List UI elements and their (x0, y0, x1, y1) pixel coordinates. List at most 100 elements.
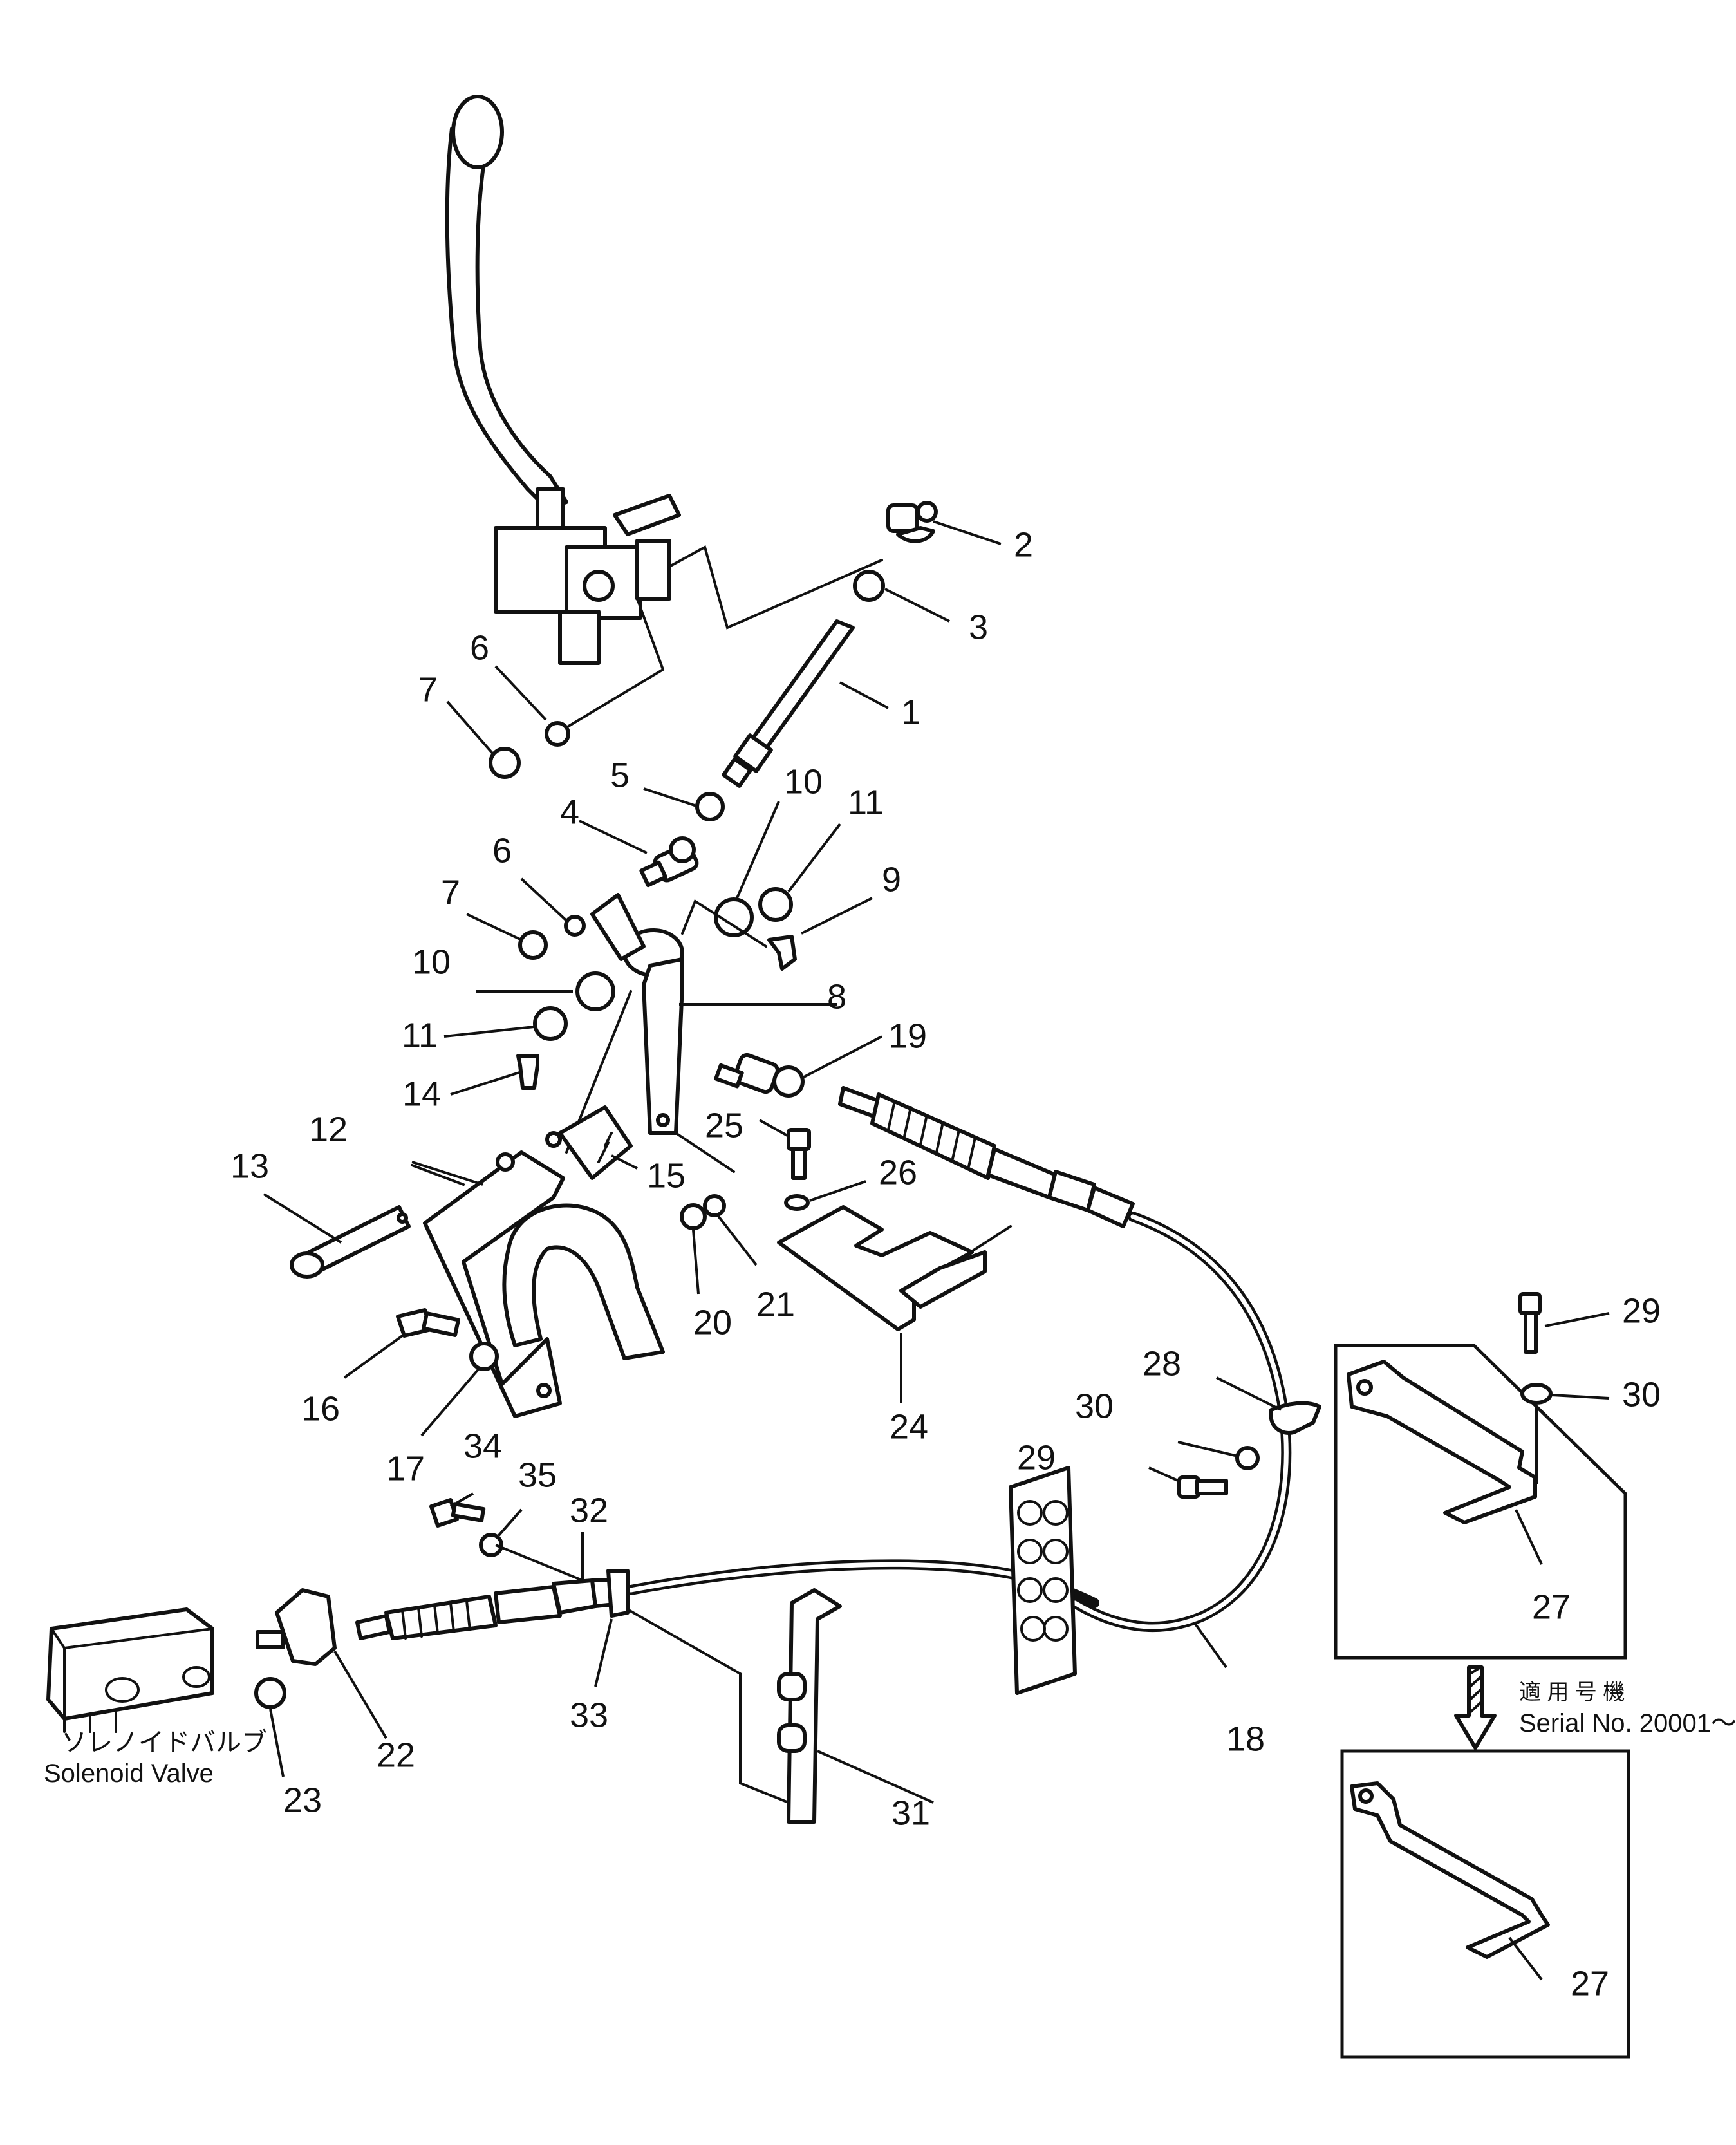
callout-27-upper: 27 (1532, 1588, 1571, 1626)
pin-part-14 (516, 1054, 539, 1090)
callout-2: 2 (1014, 525, 1033, 564)
bushing-part-10-lower (575, 971, 615, 1011)
bolt-part-29-inset (1518, 1292, 1542, 1354)
solenoid-label-en: Solenoid Valve (44, 1759, 214, 1788)
applicability-label-jp: 適 用 号 機 (1519, 1680, 1625, 1705)
pin-part-2 (886, 501, 938, 543)
washer-part-21 (703, 1194, 726, 1217)
clip-part-33 (606, 1569, 630, 1618)
seal-part-11-upper (758, 887, 793, 922)
callout-26: 26 (879, 1153, 917, 1192)
applicability-arrow (1454, 1665, 1497, 1750)
callout-25: 25 (705, 1106, 743, 1145)
washer-part-6-lower (564, 915, 586, 937)
washer-part-6-upper (545, 721, 570, 747)
lever-arm-part-8 (590, 893, 684, 1135)
cable-part-18 (838, 1086, 1292, 1633)
callout-1: 1 (901, 693, 920, 731)
callout-31: 31 (891, 1794, 930, 1832)
callout-24: 24 (890, 1407, 928, 1446)
callout-6-upper: 6 (470, 628, 489, 667)
callout-29-inset: 29 (1622, 1291, 1661, 1330)
callout-10-upper: 10 (784, 762, 823, 801)
grommet-plate (1009, 1466, 1077, 1695)
nut-part-23 (254, 1677, 286, 1709)
callout-5: 5 (610, 756, 630, 794)
callout-30-inset: 30 (1622, 1375, 1661, 1414)
leader-arm-to-bracket (675, 1132, 735, 1173)
leader-bracket-12 (411, 1164, 465, 1186)
leader-bracket-31 (626, 1608, 790, 1804)
callout-16: 16 (301, 1389, 340, 1428)
washer-part-30-mid (1235, 1446, 1260, 1470)
callout-12: 12 (309, 1110, 348, 1148)
washer-part-35 (479, 1533, 503, 1557)
callout-22: 22 (377, 1736, 415, 1774)
clamp-part-28 (1269, 1401, 1321, 1435)
solenoid-valve (46, 1607, 214, 1733)
bolt-part-16 (396, 1308, 460, 1338)
callout-11-lower: 11 (402, 1016, 438, 1054)
leader-lever-to-washer (565, 597, 665, 729)
nut-part-3 (853, 570, 885, 602)
callout-13: 13 (230, 1147, 269, 1185)
pin-part-13 (290, 1205, 411, 1279)
callout-29-mid: 29 (1017, 1438, 1056, 1477)
lower-cable-assembly (355, 1559, 1099, 1640)
bolt-part-34 (429, 1498, 486, 1528)
callout-4: 4 (560, 792, 579, 831)
solenoid-label-jp: ソレノイドバルブ (61, 1728, 267, 1757)
callout-30-mid: 30 (1075, 1387, 1114, 1425)
callout-14: 14 (402, 1074, 441, 1113)
callout-18: 18 (1226, 1719, 1265, 1758)
elbow-part-19 (714, 1053, 805, 1098)
callout-35: 35 (518, 1456, 557, 1494)
callout-15: 15 (647, 1156, 686, 1195)
callout-27-lower: 27 (1571, 1964, 1609, 2003)
callout-9: 9 (882, 860, 901, 899)
grease-fitting-part-9 (767, 935, 797, 971)
rod-end-part-4 (639, 836, 699, 888)
callout-7-lower: 7 (441, 873, 460, 912)
bolt-part-29-mid (1177, 1475, 1228, 1499)
bushing-part-10-upper (714, 897, 754, 937)
callout-3: 3 (969, 608, 988, 646)
callout-19: 19 (888, 1016, 927, 1055)
leader-lines (263, 520, 1282, 1804)
callout-17: 17 (386, 1449, 425, 1488)
callout-11-upper: 11 (848, 783, 884, 821)
cotter-part-15 (597, 1132, 613, 1163)
bracket-part-24 (777, 1205, 987, 1331)
nut-part-7-lower (518, 930, 548, 960)
nut-part-5 (695, 792, 725, 821)
washer-part-30-inset (1520, 1383, 1553, 1405)
serial-label: Serial No. 20001～ (1519, 1709, 1736, 1738)
callout-20: 20 (693, 1303, 732, 1342)
callout-32: 32 (570, 1491, 608, 1530)
leader-arm (681, 899, 767, 948)
callout-6-lower: 6 (492, 831, 512, 870)
callout-33: 33 (570, 1696, 608, 1734)
captions: ソレノイドバルブ Solenoid Valve 適 用 号 機 Serial N… (44, 1680, 1736, 1788)
callout-10-lower: 10 (412, 942, 451, 981)
callout-21: 21 (756, 1285, 795, 1324)
inset-box-upper (1334, 1292, 1627, 1660)
seal-part-11-lower (533, 1006, 568, 1041)
callout-28: 28 (1143, 1344, 1181, 1383)
inset-box-lower (1340, 1749, 1630, 2059)
bracket-part-31 (777, 1588, 842, 1824)
shift-lever (445, 95, 681, 665)
callout-7-upper: 7 (418, 670, 438, 709)
callout-34: 34 (463, 1427, 502, 1465)
callout-23: 23 (283, 1781, 322, 1819)
bracket-part-22 (256, 1588, 337, 1666)
rod-part-1 (722, 619, 855, 788)
washer-part-17 (469, 1342, 499, 1371)
nut-part-7-upper (489, 747, 521, 779)
leader-bracket-to-pin (668, 545, 883, 630)
callout-labels: 2 3 1 6 7 5 10 11 4 9 6 7 10 8 11 19 14 … (230, 525, 1661, 2003)
nut-part-20 (680, 1203, 707, 1230)
leader-bracket-24 (964, 1225, 1012, 1257)
callout-8: 8 (827, 977, 846, 1016)
